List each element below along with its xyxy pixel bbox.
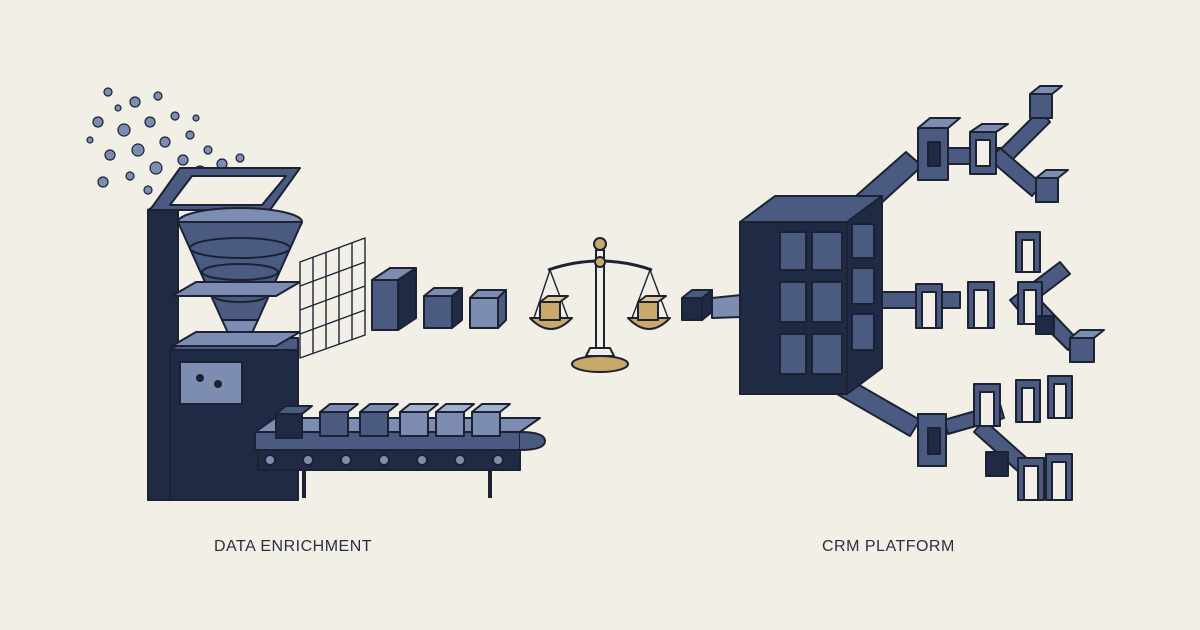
output-cubes [371, 267, 507, 331]
bottom-branch-nodes [917, 375, 1073, 501]
balance-scale-icon [529, 237, 671, 373]
conveyor-belt [254, 403, 546, 498]
filter-grid [299, 237, 366, 359]
data-enrichment-label: DATA ENRICHMENT [214, 538, 373, 555]
top-branch-nodes [917, 85, 1069, 203]
funnel [177, 207, 303, 347]
crm-grid-network-icon [681, 85, 1105, 501]
grid-cells [779, 223, 875, 375]
enrichment-machine-icon [86, 87, 546, 501]
middle-branch-nodes [915, 231, 1105, 363]
crm-platform-label: CRM PLATFORM [822, 538, 955, 555]
